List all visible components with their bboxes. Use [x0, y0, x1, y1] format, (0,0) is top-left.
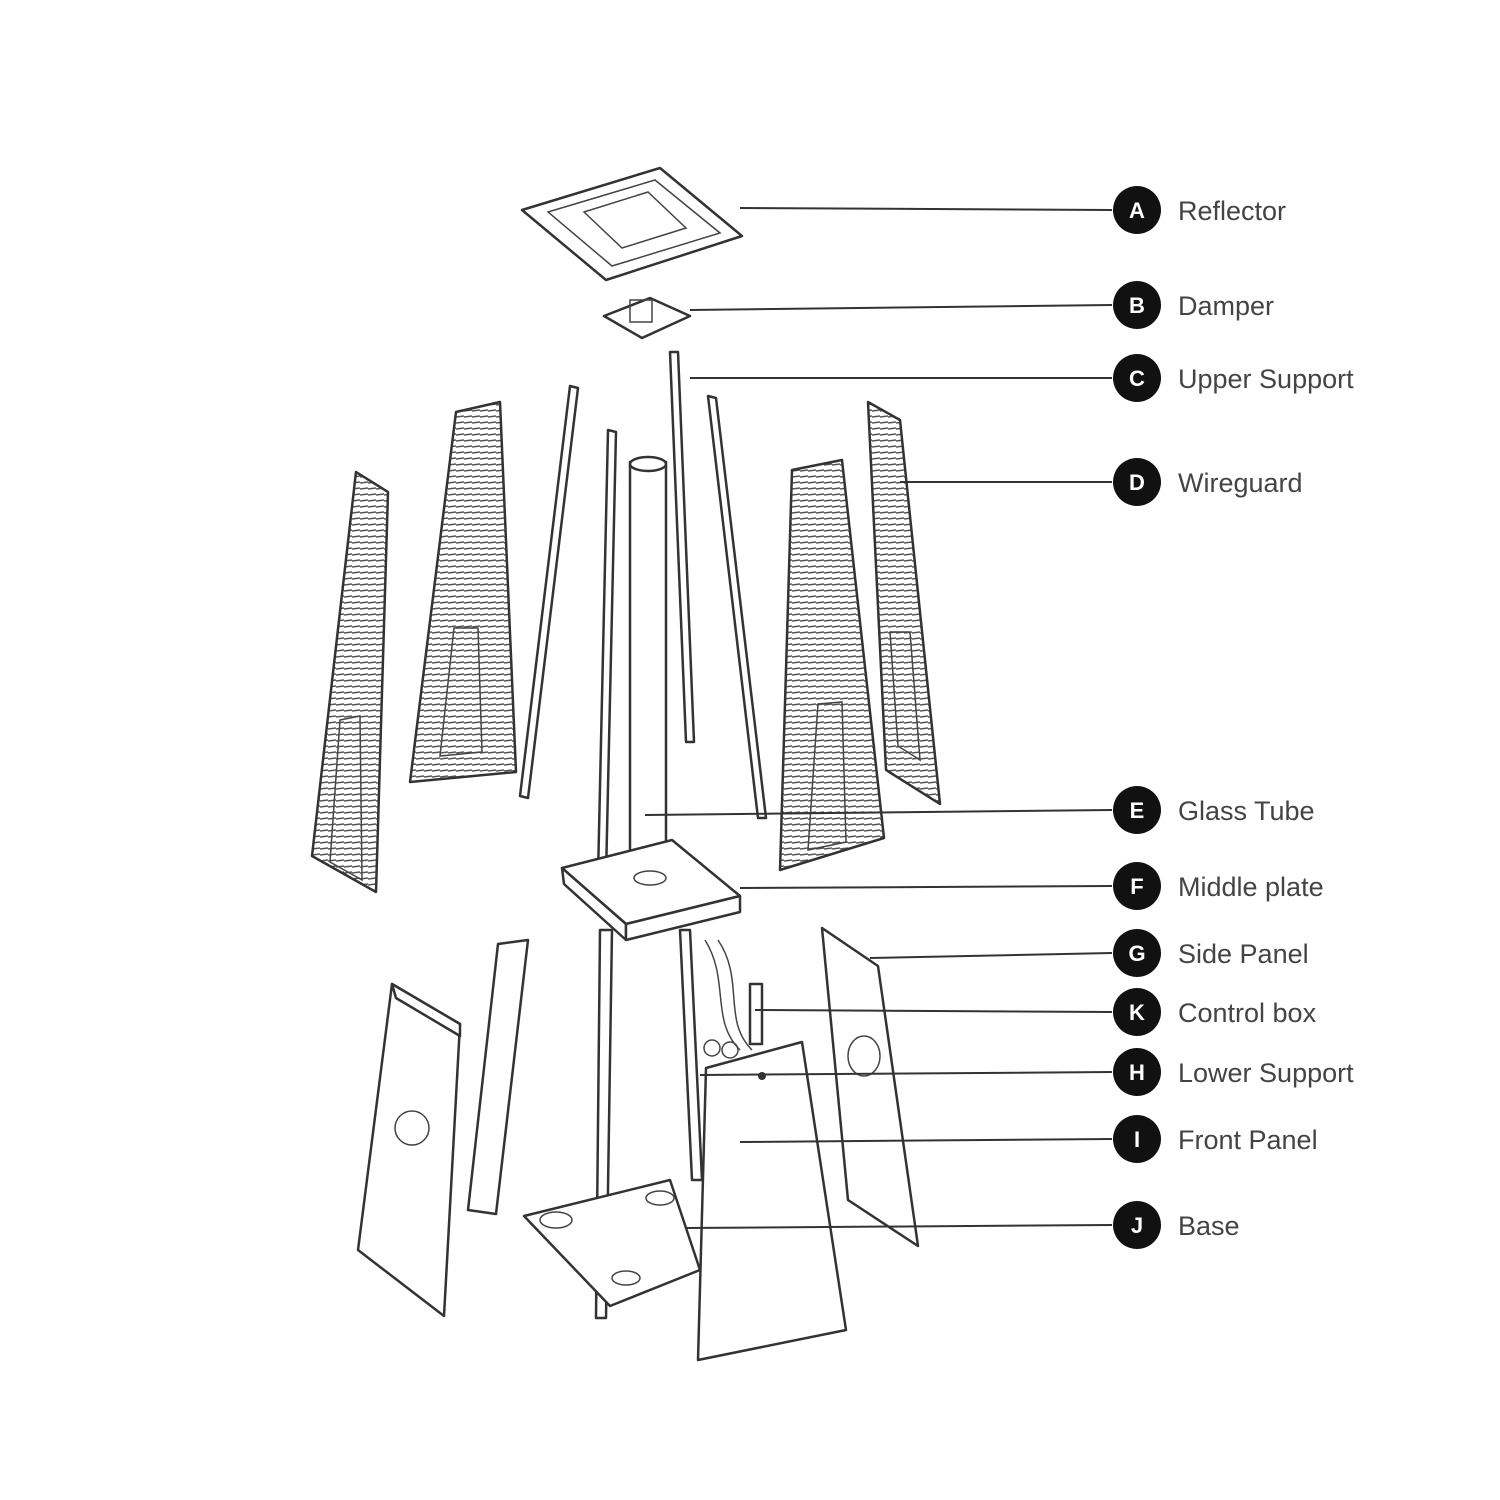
badge-circle	[1113, 281, 1161, 329]
leader-line	[739, 207, 1113, 211]
part-name: Lower Support	[1178, 1058, 1354, 1088]
badge-circle	[1113, 786, 1161, 834]
wireguard-drawing	[310, 400, 942, 894]
part-letter: D	[1129, 470, 1145, 495]
leader-line	[684, 1224, 1113, 1229]
front-panel-drawing	[696, 1040, 848, 1362]
part-letter: I	[1134, 1127, 1140, 1152]
leader-line	[739, 885, 1113, 889]
badge-circle	[1113, 988, 1161, 1036]
leader-line	[754, 1009, 1113, 1013]
leader-line	[699, 1071, 1113, 1076]
damper-drawing	[602, 296, 692, 340]
part-name: Wireguard	[1178, 468, 1303, 498]
part-letter: C	[1129, 366, 1145, 391]
part-label-i: I Front Panel	[739, 1115, 1318, 1163]
part-name: Front Panel	[1178, 1125, 1318, 1155]
badge-circle	[1113, 929, 1161, 977]
middle-plate-drawing	[560, 838, 742, 942]
part-label-h: H Lower Support	[699, 1048, 1354, 1096]
part-letter: J	[1131, 1213, 1143, 1238]
part-label-k: K Control box	[754, 988, 1317, 1036]
part-label-j: J Base	[684, 1201, 1240, 1249]
badge-circle	[1113, 862, 1161, 910]
part-name: Side Panel	[1178, 939, 1309, 969]
part-label-d: D Wireguard	[900, 458, 1303, 506]
badge-circle	[1113, 186, 1161, 234]
badge-circle	[1113, 354, 1161, 402]
leader-line	[739, 1138, 1113, 1143]
part-label-f: F Middle plate	[739, 862, 1324, 910]
part-letter: K	[1129, 1000, 1145, 1025]
right-side-panel-drawing	[820, 926, 920, 1248]
part-label-c: C Upper Support	[690, 354, 1354, 402]
leader-line	[644, 809, 1113, 816]
badge-circle	[1113, 1048, 1161, 1096]
lower-support-drawing	[678, 928, 704, 1182]
badge-circle	[1113, 1201, 1161, 1249]
part-letter: H	[1129, 1060, 1145, 1085]
left-side-panel-drawing	[356, 928, 614, 1320]
part-letter: G	[1128, 941, 1145, 966]
badge-circle	[1113, 1115, 1161, 1163]
part-name: Middle plate	[1178, 872, 1324, 902]
control-box-drawing	[703, 939, 764, 1059]
leader-line	[689, 304, 1113, 311]
base-drawing	[522, 1178, 702, 1308]
leader-line	[869, 952, 1113, 959]
part-name: Reflector	[1178, 196, 1286, 226]
part-letter: A	[1129, 198, 1145, 223]
badge-circle	[1113, 458, 1161, 506]
part-label-e: E Glass Tube	[644, 786, 1315, 834]
glass-tube-drawing	[628, 455, 668, 874]
part-letter: F	[1130, 874, 1143, 899]
part-label-g: G Side Panel	[869, 929, 1309, 977]
part-name: Base	[1178, 1211, 1240, 1241]
part-name: Control box	[1178, 998, 1317, 1028]
part-letter: B	[1129, 293, 1145, 318]
part-name: Upper Support	[1178, 364, 1354, 394]
part-name: Damper	[1178, 291, 1274, 321]
part-label-a: A Reflector	[739, 186, 1286, 234]
part-name: Glass Tube	[1178, 796, 1315, 826]
part-label-b: B Damper	[689, 281, 1274, 329]
reflector-drawing	[520, 166, 744, 282]
part-letter: E	[1130, 798, 1145, 823]
